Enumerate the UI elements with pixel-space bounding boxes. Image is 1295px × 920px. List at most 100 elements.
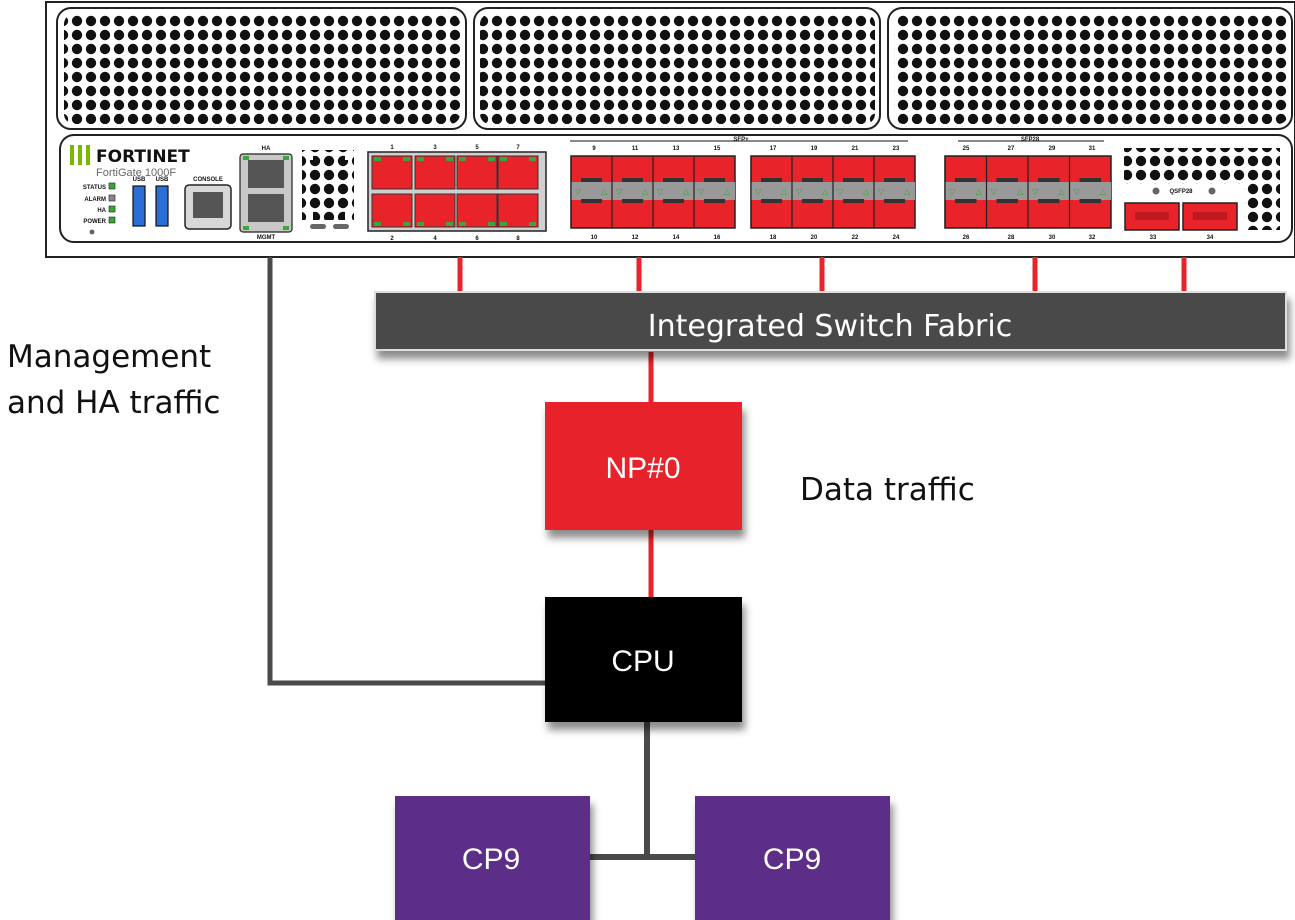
ha-port (248, 160, 284, 188)
port-32-latch (1079, 199, 1101, 203)
port-10-led: △ (601, 187, 608, 196)
port-21-latch (843, 178, 864, 182)
qsfp28-label: QSFP28 (1169, 189, 1193, 195)
sfp28-label-31: 31 (1089, 146, 1096, 152)
mgmt-port (248, 194, 284, 222)
port-25-led: ▽ (949, 187, 956, 196)
port-12-led: △ (642, 187, 649, 196)
port-24-led: △ (904, 187, 911, 196)
rj45-port-5-led-left (459, 157, 466, 161)
sfp28-label-25: 25 (963, 146, 970, 152)
port-9-latch (581, 178, 602, 182)
cp9-box-right (695, 796, 890, 920)
port-30-latch (1038, 199, 1060, 203)
port-22-led: △ (863, 187, 870, 196)
rj45-label-1: 1 (390, 145, 394, 151)
port-21-led: ▽ (837, 187, 844, 196)
model-text: FortiGate 1000F (96, 167, 176, 179)
rj45-label-6: 6 (475, 236, 479, 242)
fortigate-device: FORTINET FortiGate 1000F STATUS ALARM HA… (45, 1, 1295, 258)
rj45-port-2 (371, 193, 413, 228)
ha-port-label: HA (262, 146, 271, 152)
rj45-port-6-led-right (488, 222, 495, 226)
switch-fabric-label: Integrated Switch Fabric (648, 309, 1012, 344)
led-label-ha: HA (97, 208, 106, 214)
rj45-port-5-led-right (488, 157, 495, 161)
usb-label-1: USB (133, 177, 146, 183)
port-27-latch (996, 178, 1018, 182)
port-20-led: △ (822, 187, 829, 196)
management-caption-line2: and HA traffic (7, 385, 220, 421)
mgmt-port-label: MGMT (257, 235, 276, 241)
sfp28-label-27: 27 (1008, 146, 1015, 152)
port-24-latch (884, 199, 905, 203)
brand-text: FORTINET (96, 147, 190, 167)
rj45-label-3: 3 (433, 145, 437, 151)
rj45-port-3-led-left (417, 157, 424, 161)
port-15-latch (704, 178, 725, 182)
port-27-led: ▽ (991, 187, 998, 196)
management-caption-line1: Management (7, 339, 211, 375)
rj45-port-1-led-left (374, 157, 381, 161)
cpu-label: CPU (611, 645, 674, 678)
sfp-plus-label: SFP+ (733, 137, 749, 143)
sfp-label-21: 21 (852, 146, 859, 152)
port-29-led: ▽ (1032, 187, 1039, 196)
rj45-port-4-led-right (446, 222, 453, 226)
rj45-port-7-led-right (529, 157, 536, 161)
rj45-label-5: 5 (475, 145, 479, 151)
port-9-led: ▽ (575, 187, 582, 196)
sfp28-label-32: 32 (1089, 235, 1096, 241)
rj45-port-2-led-left (374, 222, 381, 226)
usb-port-1 (132, 185, 146, 227)
rj45-port-4 (414, 193, 456, 228)
rj45-port-7-led-left (500, 157, 507, 161)
sfp-label-9: 9 (592, 146, 596, 152)
port-16-led: △ (724, 187, 731, 196)
port-13-latch (663, 178, 684, 182)
port-12-latch (622, 199, 643, 203)
rj45-port-6 (456, 193, 498, 228)
console-label: CONSOLE (193, 177, 223, 183)
rj45-port-2-led-right (403, 222, 410, 226)
port-22-latch (843, 199, 864, 203)
rj45-port-1 (371, 155, 413, 190)
port-10-latch (581, 199, 602, 203)
fortinet-logo: FORTINET FortiGate 1000F (70, 145, 190, 179)
port-19-latch (802, 178, 823, 182)
rj45-port-3-led-right (446, 157, 453, 161)
rj45-label-8: 8 (516, 236, 520, 242)
sfp-label-15: 15 (714, 146, 721, 152)
sfp28-label: SFP28 (1021, 137, 1040, 143)
rj45-port-6-led-left (459, 222, 466, 226)
sfp-label-24: 24 (893, 235, 900, 241)
rj45-label-7: 7 (516, 145, 520, 151)
rj45-port-4-led-left (417, 222, 424, 226)
led-label-alarm: ALARM (84, 197, 106, 203)
cp9-box-left (395, 796, 590, 920)
sfp28-label-30: 30 (1049, 235, 1056, 241)
sfp-label-16: 16 (714, 235, 721, 241)
port-31-led: ▽ (1074, 187, 1081, 196)
sfp-label-14: 14 (673, 235, 680, 241)
port-23-led: ▽ (878, 187, 885, 196)
switch-fabric (374, 291, 1287, 351)
port-29-latch (1038, 178, 1060, 182)
port-20-latch (802, 199, 823, 203)
reset-hole (89, 229, 95, 235)
led-label-power: POWER (83, 219, 106, 225)
sfp-label-13: 13 (673, 146, 680, 152)
usb-port-2 (155, 185, 169, 227)
sfp28-label-29: 29 (1049, 146, 1056, 152)
data-traffic-caption: Data traffic (800, 472, 975, 508)
rj45-label-4: 4 (433, 236, 437, 242)
status-led (108, 182, 116, 190)
port-14-latch (663, 199, 684, 203)
rj45-port-1-led-right (403, 157, 410, 161)
port-14-led: △ (683, 187, 690, 196)
sfp28-label-26: 26 (963, 235, 970, 241)
sfp-label-19: 19 (811, 146, 818, 152)
sfp-label-17: 17 (770, 146, 777, 152)
rj45-port-7 (497, 155, 539, 190)
